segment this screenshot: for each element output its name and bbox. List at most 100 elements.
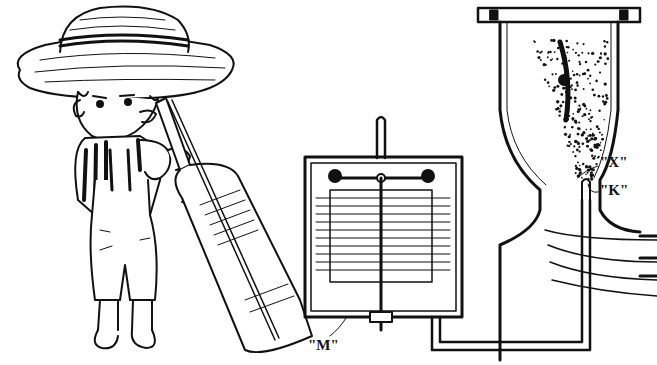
fuel-spray-dot	[593, 138, 596, 141]
fuel-spray-dot	[586, 145, 589, 148]
fuel-spray-dot	[592, 134, 595, 137]
fuel-spray-dot	[602, 138, 604, 140]
fuel-spray-dot	[568, 141, 570, 143]
fuel-spray-dot	[577, 133, 580, 136]
fuel-spray-dot	[576, 73, 579, 76]
fuel-spray-dot	[582, 115, 584, 117]
fuel-spray-dot	[604, 82, 607, 85]
fuel-spray-dot	[564, 126, 566, 128]
fuel-spray-dot	[545, 64, 547, 66]
fuel-spray-dot	[574, 100, 577, 103]
fuel-spray-dot	[566, 94, 569, 97]
fuel-spray-dot	[606, 41, 608, 43]
eye	[125, 99, 131, 105]
fuel-spray-dot	[564, 126, 566, 128]
eye	[97, 101, 103, 107]
venturi-wall-left	[500, 22, 540, 360]
fuel-spray-dot	[573, 145, 575, 147]
chamber-wall	[305, 157, 462, 317]
fuel-spray-dot	[569, 85, 572, 88]
fuel-spray-dot	[606, 57, 609, 60]
fuel-spray-dot	[591, 52, 594, 55]
venturi-tube	[478, 8, 657, 360]
fuel-spray-dot	[603, 119, 605, 121]
hat-straw-lines	[35, 17, 225, 82]
fuel-spray-dot	[585, 61, 587, 63]
fuel-spray-dot	[585, 165, 588, 168]
fuel-spray-dot	[589, 109, 591, 111]
fuel-spray-dot	[572, 119, 574, 121]
fuel-spray-dot	[586, 108, 588, 110]
fuel-spray-dot	[598, 156, 600, 158]
fuel-spray-dot	[577, 161, 579, 163]
fuel-spray-dot	[575, 167, 578, 170]
fuel-spray-dot	[575, 168, 577, 170]
fuel-spray-dot	[575, 52, 577, 54]
fuel-spray-dot	[595, 163, 597, 165]
part-label: "X"	[600, 155, 628, 170]
fuel-spray-dot	[598, 110, 600, 112]
fuel-spray-dot	[566, 144, 568, 146]
fuel-spray-dot	[578, 105, 580, 107]
fuel-spray-dot	[586, 140, 589, 143]
fuel-spray-dot	[588, 165, 591, 168]
fuel-spray-dot	[599, 56, 602, 59]
hair	[78, 92, 158, 100]
fuel-spray-dot	[598, 95, 601, 98]
fuel-spray-dot	[571, 126, 573, 128]
fuel-spray-dot	[579, 63, 581, 65]
fuel-spray-dot	[554, 51, 556, 53]
fuel-spray-dot	[552, 73, 554, 75]
fuel-spray-dot	[568, 135, 571, 138]
fuel-spray-dot	[600, 53, 602, 55]
fuel-spray-dot	[585, 173, 587, 175]
fuel-spray-dot	[555, 73, 557, 75]
fuel-spray-dot	[594, 137, 597, 140]
fuel-spray-dot	[589, 120, 591, 122]
fuel-spray-dot	[561, 62, 563, 64]
fuel-spray-dot	[576, 149, 579, 152]
float-pivot	[422, 170, 434, 182]
fuel-spray-dot	[562, 58, 565, 61]
fuel-spray-dot	[604, 52, 607, 55]
part-label: "K"	[600, 183, 628, 198]
venturi-wall-right	[600, 22, 640, 232]
fuel-spray-dot	[590, 137, 593, 140]
fuel-spray-dot	[590, 117, 592, 119]
chamber-inner-wall	[311, 163, 456, 311]
fuel-spray-dot	[600, 52, 602, 54]
overall-straps	[110, 150, 130, 190]
fuel-spray-dot	[581, 133, 584, 136]
fuel-spray-dot	[583, 105, 586, 108]
fuel-spray-dot	[602, 95, 604, 97]
fuel-spray-dot	[574, 140, 577, 143]
fuel-spray-dot	[578, 146, 580, 148]
fuel-spray-dot	[578, 54, 580, 56]
fuel-spray-dot	[558, 114, 560, 116]
fuel-spray-dot	[547, 56, 549, 58]
fuel-spray-dot	[578, 127, 581, 130]
fuel-spray-dot	[597, 156, 599, 158]
fuel-spray-dot	[547, 81, 550, 84]
fuel-spray-dot	[592, 174, 594, 176]
venturi-inner-left	[507, 22, 546, 185]
fuel-spray-dot	[563, 118, 565, 120]
fuel-spray-dot	[579, 165, 581, 167]
mounting-flange	[478, 8, 640, 22]
arm	[140, 140, 170, 179]
feet	[95, 330, 155, 348]
fuel-spray-dot	[574, 89, 577, 92]
fuel-spray-dot	[600, 149, 602, 151]
fuel-spray-dot	[603, 40, 605, 42]
fuel-spray-dot	[601, 134, 603, 136]
fuel-spray-dot	[591, 171, 593, 173]
fuel-spray-dot	[587, 78, 589, 80]
fuel-spray-dot	[588, 118, 590, 120]
x-leader	[578, 166, 598, 178]
fuel-spray-dot	[562, 101, 564, 103]
face	[77, 92, 158, 140]
fuel-spray-dot	[574, 96, 577, 99]
fuel-spray-dot	[598, 144, 601, 147]
fuel-spray-dot	[567, 100, 569, 102]
